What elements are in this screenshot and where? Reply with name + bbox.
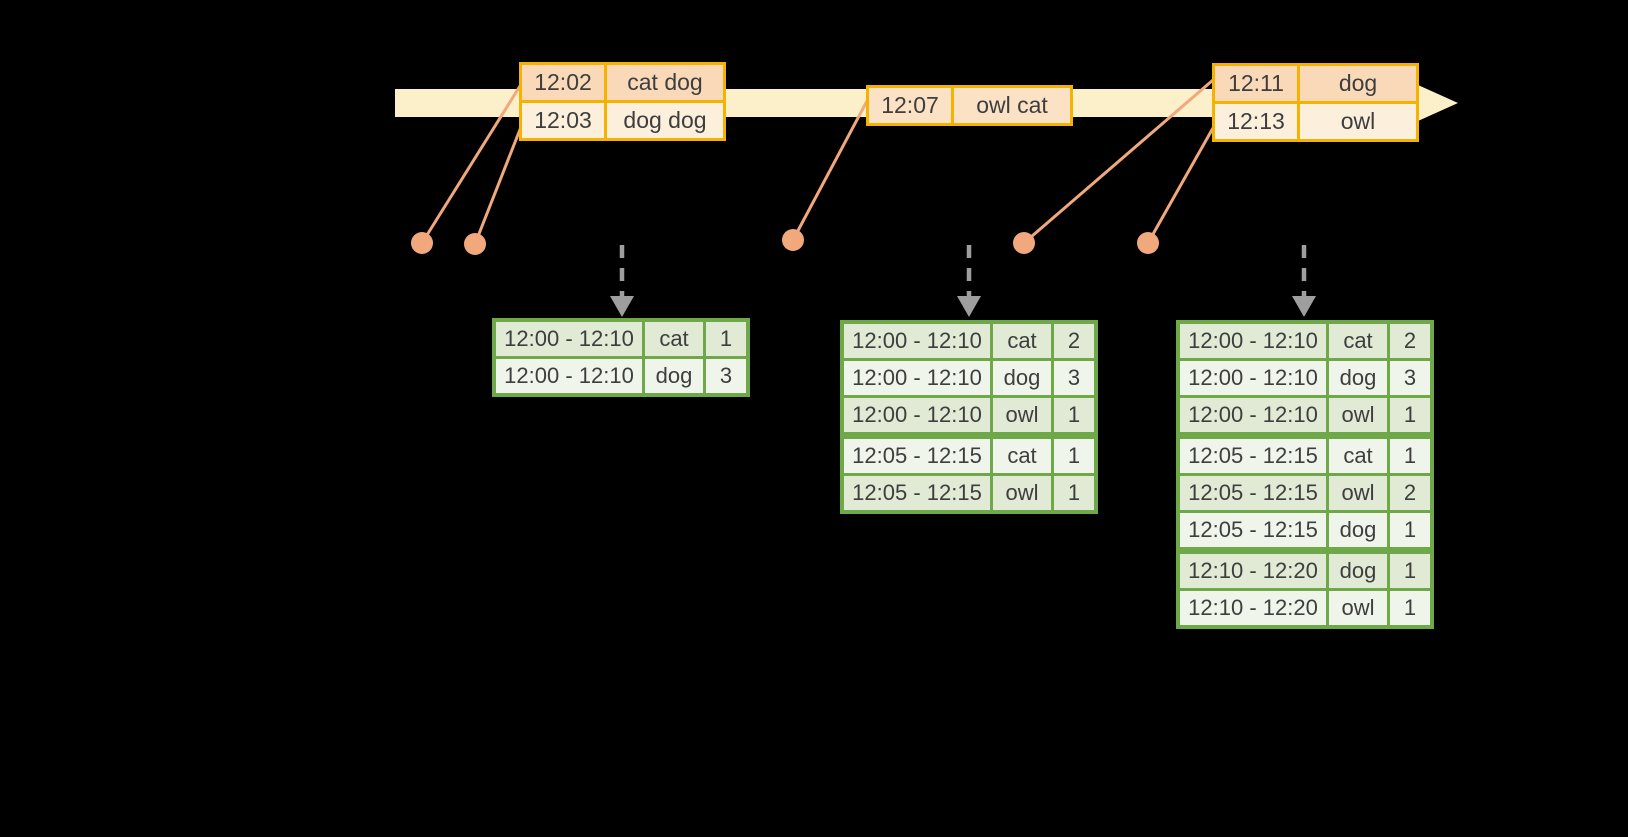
word-cell: dog xyxy=(990,358,1054,398)
event-row: 12:11 dog xyxy=(1212,63,1419,104)
word-cell: dog xyxy=(1326,358,1390,398)
trigger-arrow-head-icon xyxy=(957,296,981,317)
table-row: 12:00 - 12:10 owl 1 xyxy=(840,395,1098,437)
result-table-3: 12:00 - 12:10 cat 2 12:00 - 12:10 dog 3 … xyxy=(1176,320,1434,629)
window-cell: 12:00 - 12:10 xyxy=(1176,395,1329,437)
event-time-cell: 12:07 xyxy=(866,85,954,126)
window-cell: 12:05 - 12:15 xyxy=(1176,473,1329,513)
event-time-cell: 12:03 xyxy=(519,100,607,141)
count-cell: 1 xyxy=(1051,473,1098,514)
word-cell: owl xyxy=(1326,473,1390,513)
event-row: 12:07 owl cat xyxy=(866,85,1073,126)
window-cell: 12:00 - 12:10 xyxy=(840,358,993,398)
table-row: 12:05 - 12:15 cat 1 xyxy=(840,432,1098,476)
event-box-2: 12:07 owl cat xyxy=(866,85,1073,126)
event-box-1: 12:02 cat dog 12:03 dog dog xyxy=(519,62,726,141)
count-cell: 2 xyxy=(1387,320,1434,361)
table-row: 12:00 - 12:10 owl 1 xyxy=(1176,395,1434,437)
result-table-2: 12:00 - 12:10 cat 2 12:00 - 12:10 dog 3 … xyxy=(840,320,1098,514)
count-cell: 1 xyxy=(1387,588,1434,629)
table-row: 12:10 - 12:20 dog 1 xyxy=(1176,547,1434,591)
word-cell: dog xyxy=(1326,547,1390,591)
word-cell: owl xyxy=(990,473,1054,514)
word-cell: cat xyxy=(1326,320,1390,361)
event-time-cell: 12:11 xyxy=(1212,63,1300,104)
table-row: 12:10 - 12:20 owl 1 xyxy=(1176,588,1434,629)
event-dot xyxy=(464,233,486,255)
event-row: 12:02 cat dog xyxy=(519,62,726,103)
connector-line xyxy=(473,126,523,245)
window-cell: 12:05 - 12:15 xyxy=(1176,510,1329,552)
event-dot xyxy=(411,232,433,254)
window-cell: 12:05 - 12:15 xyxy=(1176,432,1329,476)
connector-line xyxy=(420,85,522,244)
window-cell: 12:10 - 12:20 xyxy=(1176,547,1329,591)
table-row: 12:00 - 12:10 dog 3 xyxy=(1176,358,1434,398)
count-cell: 3 xyxy=(703,356,750,397)
table-row: 12:00 - 12:10 cat 2 xyxy=(1176,320,1434,361)
trigger-arrow-head-icon xyxy=(610,296,634,317)
table-row: 12:05 - 12:15 cat 1 xyxy=(1176,432,1434,476)
count-cell: 1 xyxy=(1051,432,1098,476)
event-row: 12:03 dog dog xyxy=(519,100,726,141)
table-row: 12:00 - 12:10 dog 3 xyxy=(492,356,750,397)
result-table-1: 12:00 - 12:10 cat 1 12:00 - 12:10 dog 3 xyxy=(492,318,750,397)
window-cell: 12:00 - 12:10 xyxy=(1176,320,1329,361)
window-cell: 12:05 - 12:15 xyxy=(840,473,993,514)
word-cell: dog xyxy=(642,356,706,397)
window-cell: 12:00 - 12:10 xyxy=(840,395,993,437)
table-row: 12:00 - 12:10 cat 1 xyxy=(492,318,750,359)
count-cell: 2 xyxy=(1051,320,1098,361)
count-cell: 3 xyxy=(1051,358,1098,398)
event-words-cell: dog dog xyxy=(604,100,726,141)
event-time-cell: 12:13 xyxy=(1212,101,1300,142)
count-cell: 2 xyxy=(1387,473,1434,513)
event-words-cell: cat dog xyxy=(604,62,726,103)
word-cell: cat xyxy=(1326,432,1390,476)
event-dot xyxy=(1137,232,1159,254)
trigger-arrow-head-icon xyxy=(1292,296,1316,317)
word-cell: owl xyxy=(1326,588,1390,629)
window-cell: 12:05 - 12:15 xyxy=(840,432,993,476)
count-cell: 3 xyxy=(1387,358,1434,398)
count-cell: 1 xyxy=(1387,510,1434,552)
word-cell: cat xyxy=(990,320,1054,361)
count-cell: 1 xyxy=(1051,395,1098,437)
count-cell: 1 xyxy=(1387,395,1434,437)
connector-line xyxy=(1146,127,1215,244)
word-cell: cat xyxy=(990,432,1054,476)
event-time-cell: 12:02 xyxy=(519,62,607,103)
table-row: 12:00 - 12:10 cat 2 xyxy=(840,320,1098,361)
table-row: 12:05 - 12:15 dog 1 xyxy=(1176,510,1434,552)
event-words-cell: owl cat xyxy=(951,85,1073,126)
count-cell: 1 xyxy=(1387,547,1434,591)
count-cell: 1 xyxy=(1387,432,1434,476)
table-row: 12:05 - 12:15 owl 2 xyxy=(1176,473,1434,513)
word-cell: owl xyxy=(990,395,1054,437)
count-cell: 1 xyxy=(703,318,750,359)
word-cell: cat xyxy=(642,318,706,359)
table-row: 12:05 - 12:15 owl 1 xyxy=(840,473,1098,514)
event-words-cell: owl xyxy=(1297,101,1419,142)
word-cell: dog xyxy=(1326,510,1390,552)
event-dot xyxy=(782,229,804,251)
window-cell: 12:00 - 12:10 xyxy=(492,356,645,397)
event-words-cell: dog xyxy=(1297,63,1419,104)
event-row: 12:13 owl xyxy=(1212,101,1419,142)
event-dot xyxy=(1013,232,1035,254)
connector-line xyxy=(791,100,869,241)
word-cell: owl xyxy=(1326,395,1390,437)
table-row: 12:00 - 12:10 dog 3 xyxy=(840,358,1098,398)
window-cell: 12:00 - 12:10 xyxy=(492,318,645,359)
window-cell: 12:00 - 12:10 xyxy=(840,320,993,361)
connector-line xyxy=(1023,78,1214,245)
event-box-3: 12:11 dog 12:13 owl xyxy=(1212,63,1419,142)
window-cell: 12:00 - 12:10 xyxy=(1176,358,1329,398)
window-cell: 12:10 - 12:20 xyxy=(1176,588,1329,629)
